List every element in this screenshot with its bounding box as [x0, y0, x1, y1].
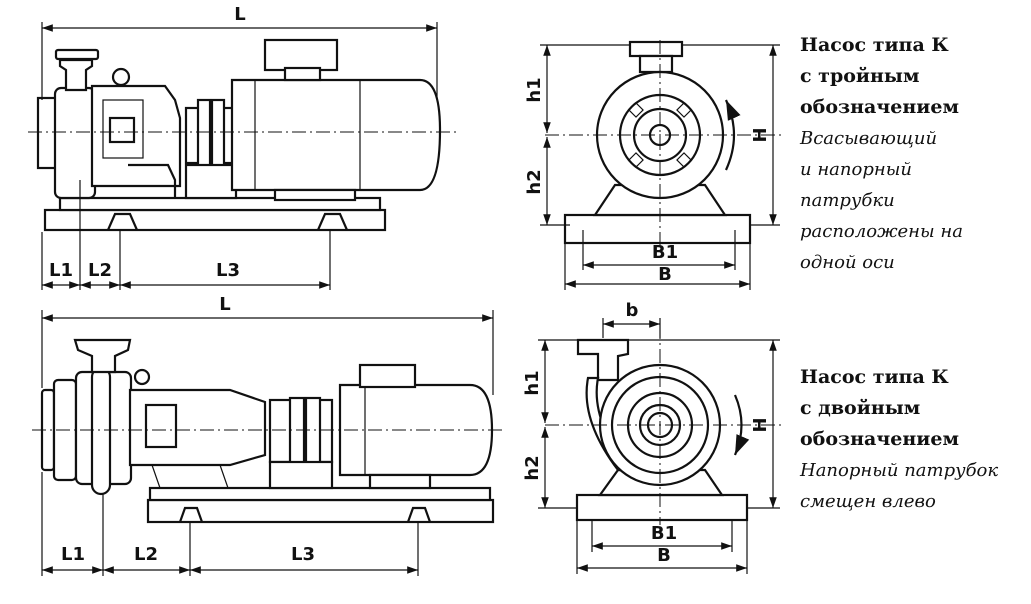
top-pump-casing: [53, 86, 97, 200]
bottom-dim-L1: L1: [61, 544, 85, 565]
bottom-discharge-flange: [73, 338, 132, 374]
caption-double: Насос типа К с двойным обозначением Напо…: [800, 362, 1025, 517]
caption-double-title-1: Насос типа К: [800, 366, 949, 388]
top-lifting-eye: [111, 67, 131, 87]
top-motor-terminal-box: [263, 38, 339, 72]
caption-triple-note-4: расположены на: [800, 221, 964, 242]
top-dim-H: H: [750, 127, 771, 142]
top-dim-B1: B1: [652, 242, 678, 263]
top-discharge-flange: [58, 58, 94, 92]
top-dim-L2: L2: [88, 260, 112, 281]
bottom-dim-B: B: [657, 545, 671, 566]
bottom-dim-L2: L2: [134, 544, 158, 565]
bottom-front-base: [575, 493, 749, 522]
top-dim-L: L: [234, 4, 245, 25]
top-motor-body: [230, 78, 442, 192]
top-front-view: [545, 40, 785, 250]
caption-double-note-2: смещен влево: [800, 491, 936, 512]
bottom-dim-H: H: [750, 417, 771, 432]
bottom-lifting-eye: [133, 368, 151, 386]
top-bearing-housing: [90, 84, 182, 188]
caption-triple: Насос типа К с тройным обозначением Всас…: [800, 30, 1025, 278]
top-front-dimensions: h1 h2 H B1 B: [524, 44, 780, 290]
top-front-flange: [628, 40, 684, 58]
caption-triple-title-3: обозначением: [800, 96, 959, 118]
top-dim-h2: h2: [524, 169, 545, 194]
bottom-side-dimensions: L L1 L2 L3: [41, 294, 494, 576]
bottom-side-view: [32, 338, 505, 524]
caption-triple-note-5: одной оси: [800, 252, 895, 273]
caption-triple-note-2: и напорный: [800, 159, 912, 180]
caption-double-title-3: обозначением: [800, 428, 959, 450]
top-side-dimensions: L L1 L2 L3: [41, 4, 438, 290]
bottom-dim-h2: h2: [522, 455, 543, 480]
bottom-front-dimensions: b h1 h2 H B1 B: [522, 300, 780, 574]
bottom-front-view: [545, 325, 785, 525]
bottom-dim-h1: h1: [522, 370, 543, 395]
caption-triple-note-3: патрубки: [800, 190, 895, 211]
caption-triple-title-2: с тройным: [800, 65, 920, 87]
bottom-motor-terminal-box: [358, 363, 417, 389]
top-dim-L1: L1: [49, 260, 73, 281]
top-front-base: [563, 213, 752, 245]
bottom-dim-L3: L3: [291, 544, 315, 565]
bottom-dim-B1: B1: [651, 523, 677, 544]
caption-triple-title-1: Насос типа К: [800, 34, 949, 56]
top-side-view: [28, 38, 460, 232]
bottom-dim-b: b: [626, 300, 639, 321]
caption-double-note-1: Напорный патрубок: [800, 460, 999, 481]
top-dim-L3: L3: [216, 260, 240, 281]
top-dim-B: B: [658, 264, 672, 285]
bottom-front-discharge: [576, 338, 630, 382]
caption-triple-note-1: Всасывающий: [800, 128, 938, 149]
caption-double-title-2: с двойным: [800, 397, 921, 419]
bottom-dim-L: L: [219, 294, 230, 315]
top-dim-h1: h1: [524, 77, 545, 102]
top-suction-flange: [36, 96, 58, 170]
